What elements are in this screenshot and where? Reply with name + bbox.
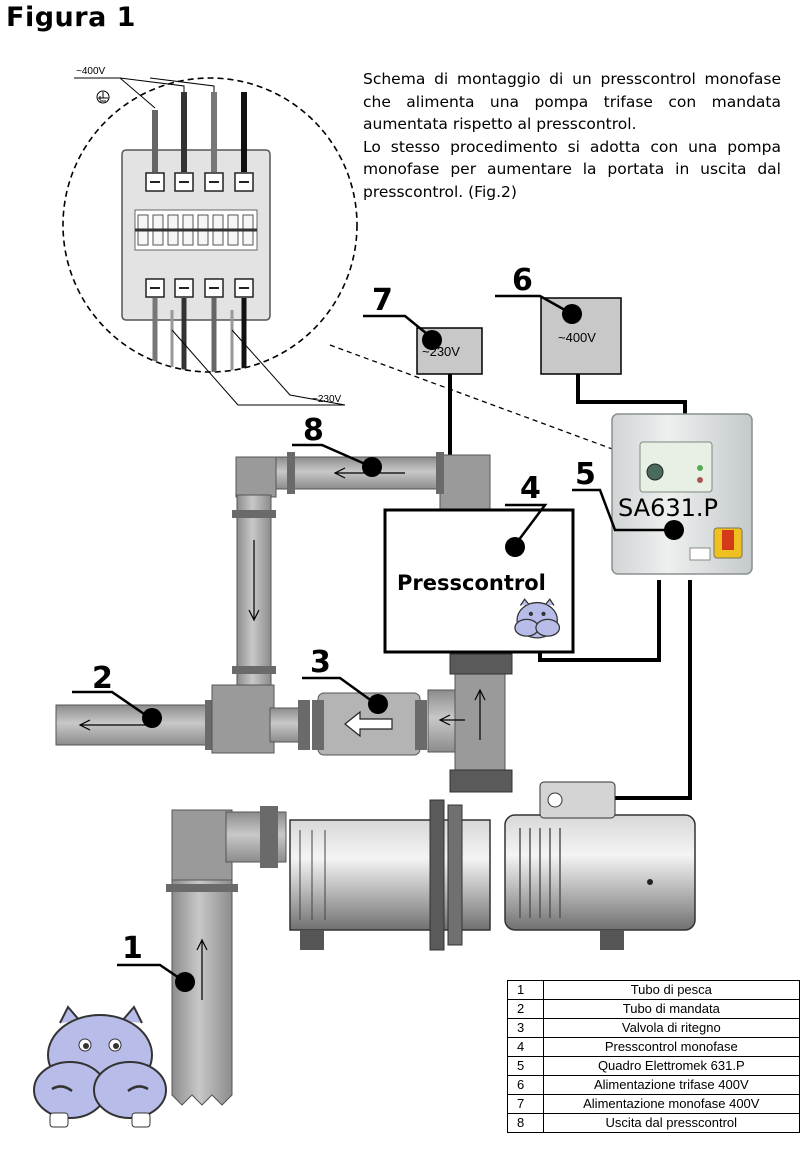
presscontrol-label: Presscontrol bbox=[397, 571, 546, 595]
legend-label: Alimentazione trifase 400V bbox=[542, 1075, 800, 1095]
supply-box-400v: ~400V bbox=[540, 297, 622, 375]
callout-leaders bbox=[72, 294, 672, 984]
description-text: Schema di montaggio di un presscontrol m… bbox=[363, 68, 781, 203]
detail-leader-line bbox=[329, 344, 616, 451]
description-paragraph-1: Schema di montaggio di un presscontrol m… bbox=[363, 70, 781, 133]
callout-4: 4 bbox=[520, 471, 541, 506]
callout-dots bbox=[142, 304, 684, 992]
hippo-mascot-small bbox=[514, 598, 561, 639]
detail-voltage-top: ~400V bbox=[76, 66, 106, 77]
pump-motor bbox=[289, 781, 696, 951]
legend-label: Uscita dal presscontrol bbox=[542, 1113, 800, 1133]
callout-5: 5 bbox=[575, 457, 596, 492]
legend-number: 5 bbox=[507, 1056, 544, 1076]
panel-label: SA631.P bbox=[618, 494, 718, 522]
callout-2: 2 bbox=[92, 661, 113, 696]
presscontrol-unit: Presscontrol bbox=[383, 508, 575, 654]
supply-wires-400v bbox=[152, 92, 247, 172]
supply-6-label: ~400V bbox=[558, 330, 596, 345]
figure-title: Figura 1 bbox=[6, 2, 136, 33]
control-panel: SA631.P bbox=[611, 413, 753, 575]
legend-label: Valvola di ritegno bbox=[542, 1018, 800, 1038]
detail-voltage-bottom: ~230V bbox=[312, 394, 342, 405]
legend-label: Tubo di mandata bbox=[542, 999, 800, 1019]
legend-number: 4 bbox=[507, 1037, 544, 1057]
description-paragraph-2: Lo stesso procedimento si adotta con una… bbox=[363, 137, 781, 201]
legend-number: 8 bbox=[507, 1113, 544, 1133]
legend-label: Presscontrol monofase bbox=[542, 1037, 800, 1057]
legend-number: 7 bbox=[507, 1094, 544, 1114]
legend-number: 2 bbox=[507, 999, 544, 1019]
ground-icon bbox=[96, 90, 110, 104]
legend-number: 6 bbox=[507, 1075, 544, 1095]
legend-number: 1 bbox=[507, 980, 544, 1000]
callout-8: 8 bbox=[303, 413, 324, 448]
legend-number: 3 bbox=[507, 1018, 544, 1038]
callout-1: 1 bbox=[122, 931, 143, 966]
callout-3: 3 bbox=[310, 645, 331, 680]
wiring-detail-group: ~400V ~230V bbox=[62, 66, 358, 406]
callout-7: 7 bbox=[372, 283, 393, 318]
callout-6: 6 bbox=[512, 263, 533, 298]
legend-label: Tubo di pesca bbox=[542, 980, 800, 1000]
legend-label: Alimentazione monofase 400V bbox=[542, 1094, 800, 1114]
discharge-pipe-loop bbox=[55, 452, 513, 1106]
motor-wires bbox=[152, 298, 247, 372]
detail-circle bbox=[62, 77, 358, 373]
electrical-cables bbox=[448, 374, 692, 800]
legend-label: Quadro Elettromek 631.P bbox=[542, 1056, 800, 1076]
hippo-mascot-large bbox=[33, 1005, 167, 1128]
